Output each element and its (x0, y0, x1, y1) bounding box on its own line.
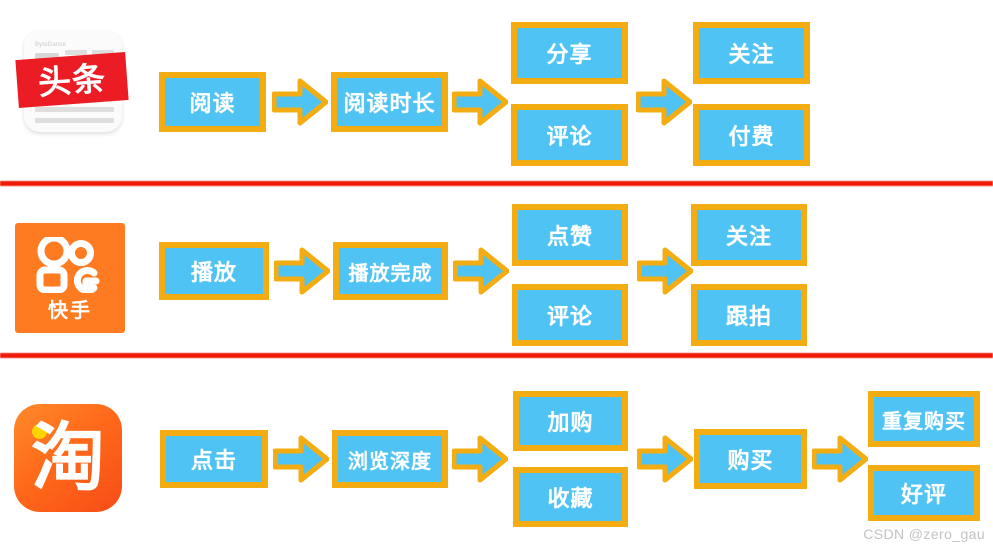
step-box-purchase[interactable]: 购买 (694, 429, 807, 489)
step-box-share[interactable]: 分享 (511, 22, 628, 84)
step-box-repeat-purchase[interactable]: 重复购买 (868, 391, 980, 447)
arrow-branch-icon (812, 433, 868, 485)
step-box-add-to-cart[interactable]: 加购 (513, 391, 628, 451)
flow-row-taobao: 淘 点击 浏览深度 加购 收藏 购买 重复购买 (0, 362, 993, 547)
arrow-branch-icon (636, 76, 692, 128)
step-box-like[interactable]: 点赞 (512, 204, 628, 266)
bytedance-label: ByteDance (35, 42, 67, 48)
camera-icon (36, 237, 100, 293)
toutiao-logo: ByteDance 头条 (15, 26, 129, 136)
step-box-favorite[interactable]: 收藏 (513, 467, 628, 527)
toutiao-banner: 头条 (15, 52, 129, 108)
section-divider (0, 181, 993, 186)
step-box-play-complete[interactable]: 播放完成 (333, 242, 448, 300)
step-box-imitate[interactable]: 跟拍 (691, 284, 807, 346)
step-box-read-duration[interactable]: 阅读时长 (331, 72, 448, 132)
flow-row-kuaishou: 快手 播放 播放完成 点赞 评论 关注 跟拍 (0, 190, 993, 355)
kuaishou-logo: 快手 (15, 223, 125, 333)
taobao-logo-text: 淘 (31, 415, 105, 501)
arrow-branch-icon (453, 245, 509, 297)
taobao-logo: 淘 (14, 404, 124, 514)
step-box-pay[interactable]: 付费 (693, 104, 810, 166)
step-box-browse-depth[interactable]: 浏览深度 (332, 430, 448, 488)
section-divider (0, 353, 993, 358)
arrow-merge-icon (637, 433, 693, 485)
arrow-right-icon (273, 433, 329, 485)
arrow-right-icon (272, 76, 328, 128)
step-box-comment[interactable]: 评论 (511, 104, 628, 166)
step-box-play[interactable]: 播放 (159, 242, 269, 300)
step-box-follow[interactable]: 关注 (691, 204, 807, 266)
kuaishou-logo-text: 快手 (48, 298, 92, 322)
step-box-good-review[interactable]: 好评 (868, 465, 980, 521)
step-box-comment[interactable]: 评论 (512, 284, 628, 346)
toutiao-logo-text: 头条 (36, 58, 108, 102)
arrow-branch-icon (452, 76, 508, 128)
arrow-branch-icon (637, 245, 693, 297)
flow-row-toutiao: ByteDance 头条 阅读 阅读时长 (0, 0, 993, 183)
taobao-dot (32, 424, 47, 439)
step-box-click[interactable]: 点击 (160, 430, 268, 488)
arrow-branch-icon (452, 433, 508, 485)
arrow-right-icon (274, 245, 330, 297)
step-box-follow[interactable]: 关注 (693, 22, 810, 84)
watermark-text: CSDN @zero_gau (863, 526, 985, 542)
step-box-read[interactable]: 阅读 (159, 72, 266, 132)
